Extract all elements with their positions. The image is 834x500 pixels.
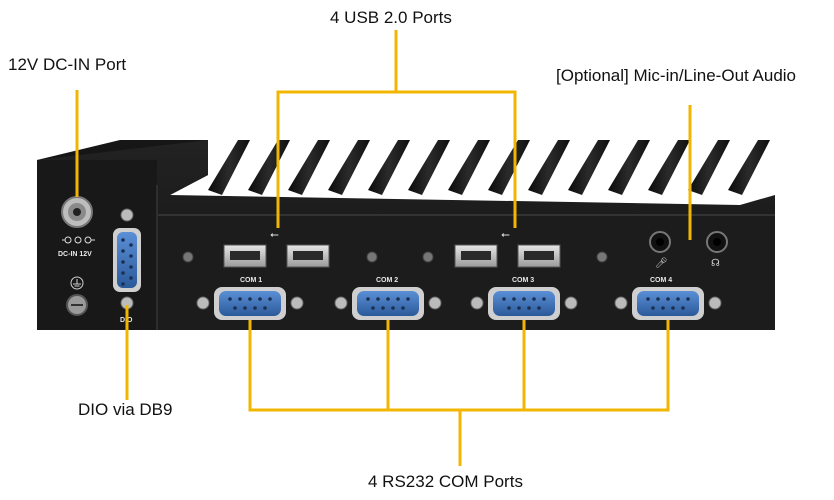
callout-lines: [75, 30, 692, 466]
heatsink-fin: [728, 140, 770, 195]
com-port-label: COM 3: [512, 277, 534, 284]
ground-screw: [66, 294, 88, 316]
usb-ports-callout: 4 USB 2.0 Ports: [330, 8, 452, 27]
heatsink-fin: [328, 140, 370, 195]
mic-in-jack: [649, 231, 671, 253]
heatsink-fin: [208, 140, 250, 195]
dc-in-panel-label: DC-IN 12V: [58, 251, 92, 258]
ground-icon: [70, 276, 84, 290]
heatsink-fin: [248, 140, 290, 195]
com-db9-connector: [614, 287, 722, 320]
com-port-label: COM 4: [650, 277, 672, 284]
com-db9-connector: [196, 287, 304, 320]
heatsink-fin: [288, 140, 330, 195]
panel-screws: [182, 251, 608, 263]
heatsink-fin: [608, 140, 650, 195]
com-db9-connector: [334, 287, 442, 320]
usb-icon: ⭠: [270, 228, 279, 241]
com-port-label: COM 1: [240, 277, 262, 284]
heatsink-fin: [568, 140, 610, 195]
usb-port-group-right: ⭠: [454, 228, 561, 268]
microphone-icon: 🎤︎: [655, 257, 668, 269]
com-port-label: COM 2: [376, 277, 398, 284]
com-callout-line: [248, 320, 670, 412]
dio-port-callout: DIO via DB9: [78, 400, 173, 419]
headphone-icon: ☊: [711, 258, 720, 269]
com-port-group: [196, 287, 722, 320]
dio-db9-connector: [113, 208, 141, 310]
usb-port-group-left: ⭠: [223, 228, 330, 268]
heatsink-fin: [648, 140, 690, 195]
heatsink-fin: [408, 140, 450, 195]
heatsink-fin: [448, 140, 490, 195]
audio-port-callout: [Optional] Mic-in/Line-Out Audio: [556, 66, 797, 85]
dc-in-jack: [61, 196, 93, 228]
heatsink-fin: [488, 140, 530, 195]
dc-in-port-callout: 12V DC-IN Port: [8, 55, 127, 74]
usb-icon: ⭠: [501, 228, 510, 241]
com-ports-callout: 4 RS232 COM Ports: [368, 472, 523, 491]
heatsink-fin: [688, 140, 730, 195]
dc-polarity-icon: [62, 236, 95, 244]
heatsink-fin: [528, 140, 570, 195]
heatsink-fin: [368, 140, 410, 195]
com-db9-connector: [470, 287, 578, 320]
line-out-jack: [706, 231, 728, 253]
